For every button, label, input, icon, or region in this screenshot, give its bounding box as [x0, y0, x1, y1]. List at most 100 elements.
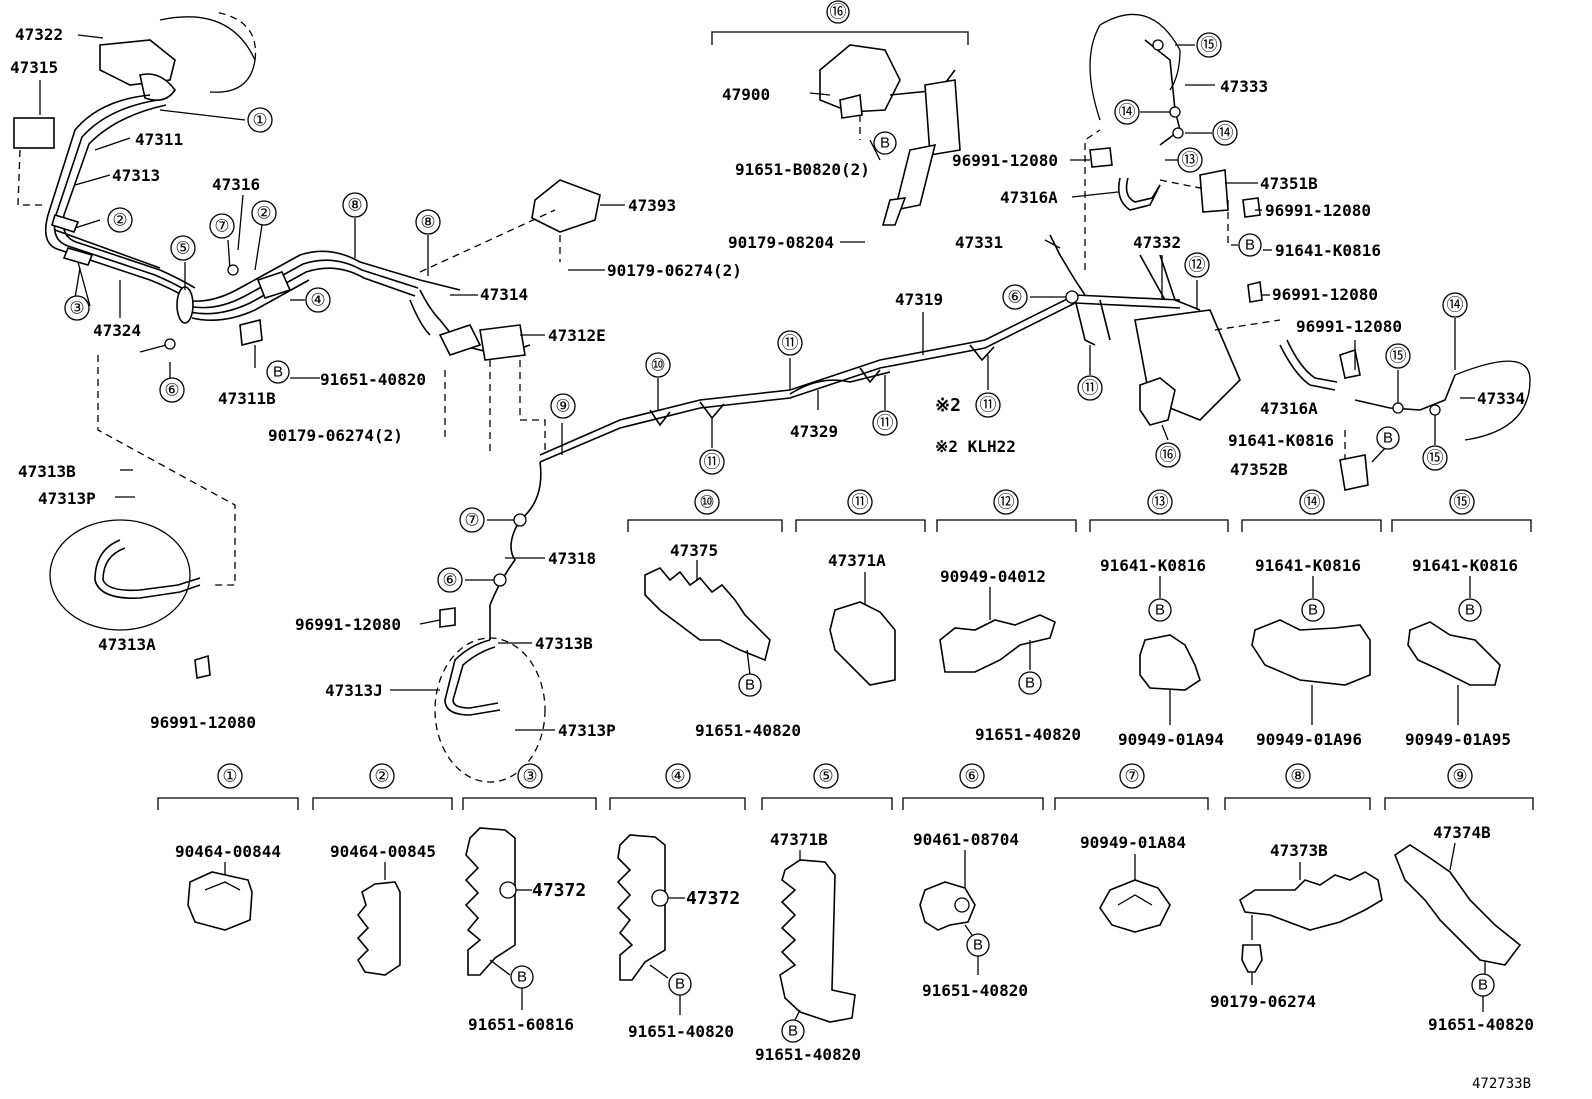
label-47900: 47900 [722, 85, 770, 104]
label-47331: 47331 [955, 233, 1003, 252]
label-90179-06274-2b: 90179-06274(2) [607, 261, 742, 280]
label-47313P-a: 47313P [38, 489, 96, 508]
label-47315: 47315 [10, 58, 58, 77]
d11-part: 47371A [828, 551, 886, 570]
label-91651-B0820-2: 91651-B0820(2) [735, 160, 870, 179]
label-47322: 47322 [15, 25, 63, 44]
callout-16-top: ⑯ [826, 0, 850, 24]
callout-circles: ① ② ② ③ ④ ⑤ ⑥ ⑦ ⑧ ⑧ ⑨ ⑩ ⑪ ⑪ ⑪ ⑪ ⑪ ⑫ ⑥ ⑯ … [64, 0, 1468, 593]
valve-block [99, 39, 176, 86]
callout-2-a: ② [107, 207, 133, 233]
clip-90949-01A96 [1251, 619, 1371, 686]
d2-part: 90464-00845 [330, 842, 436, 861]
bracket-16 [1139, 377, 1176, 426]
callout-8-detail: ⑧ [1285, 763, 1311, 789]
svg-text:⑭: ⑭ [1217, 124, 1234, 143]
callout-3-detail: ③ [517, 763, 543, 789]
bolt-marker: B [266, 360, 290, 384]
label-47319: 47319 [895, 290, 943, 309]
bolt-marker: B [873, 131, 897, 155]
svg-text:⑨: ⑨ [1452, 767, 1467, 786]
label-47311: 47311 [135, 130, 183, 149]
clip-47374B [1394, 844, 1522, 966]
label-91651-40820-a: 91651-40820 [320, 370, 426, 389]
junction-dots [164, 39, 1441, 587]
svg-text:③: ③ [522, 767, 537, 786]
d8-part: 47373B [1270, 841, 1328, 860]
svg-text:⑮: ⑮ [1390, 347, 1407, 366]
label-47329: 47329 [790, 422, 838, 441]
d5-bolt: 91651-40820 [755, 1045, 861, 1064]
label-47314: 47314 [480, 285, 528, 304]
svg-text:⑭: ⑭ [1304, 493, 1321, 512]
d7-part: 90949-01A84 [1080, 833, 1186, 852]
label-96991-12080-f: 96991-12080 [1296, 317, 1402, 336]
callout-14-c: ⑭ [1442, 292, 1468, 318]
callout-11-detail: ⑪ [847, 489, 873, 515]
figure-id: 472733B [1472, 1076, 1531, 1092]
bolt-marker: B [1148, 598, 1172, 622]
svg-text:①: ① [222, 767, 237, 786]
callout-16-b: ⑯ [1155, 442, 1181, 468]
hose-47316A-bottom [1279, 344, 1336, 391]
d14-bolt: 91641-K0816 [1255, 556, 1361, 575]
svg-text:⑯: ⑯ [1160, 446, 1177, 465]
master-cylinder-outline [159, 16, 256, 93]
d6-bolt: 91651-40820 [922, 981, 1028, 1000]
callout-6-a: ⑥ [159, 377, 185, 403]
callout-4: ④ [305, 287, 331, 313]
svg-text:B: B [273, 364, 283, 381]
callout-6-b: ⑥ [1002, 284, 1028, 310]
clip-90949-01A94 [1139, 634, 1201, 691]
label-96991-12080-b: 96991-12080 [295, 615, 401, 634]
svg-text:④: ④ [670, 767, 685, 786]
callout-11-b: ⑪ [777, 330, 803, 356]
clip-47372-a [464, 827, 516, 976]
d4-part: 47372 [686, 888, 740, 909]
callout-7-a: ⑦ [209, 213, 235, 239]
svg-text:⑩: ⑩ [699, 493, 714, 512]
clip-47372-b [616, 834, 666, 981]
callout-10: ⑩ [645, 352, 671, 378]
bracket-47393 [531, 179, 601, 233]
label-91641-K0816-a: 91641-K0816 [1275, 241, 1381, 260]
pipe-47318 [489, 461, 542, 640]
svg-text:⑥: ⑥ [442, 571, 457, 590]
svg-text:B: B [675, 976, 685, 993]
clip-47375 [644, 567, 771, 662]
bolt-marker: B [738, 673, 762, 697]
d13-bolt: 91641-K0816 [1100, 556, 1206, 575]
svg-text:B: B [880, 135, 890, 152]
junction-block-left [13, 117, 55, 149]
callout-14-detail: ⑭ [1299, 489, 1325, 515]
hose-47316A-top [1117, 177, 1161, 211]
svg-text:②: ② [112, 211, 127, 230]
bolt-marker: B [1458, 598, 1482, 622]
callout-11-a: ⑪ [699, 449, 725, 475]
svg-text:⑫: ⑫ [998, 493, 1015, 512]
label-47316A-a: 47316A [1000, 188, 1058, 207]
callout-11-e: ⑪ [1077, 375, 1103, 401]
svg-text:B: B [745, 677, 755, 694]
svg-text:⑧: ⑧ [420, 213, 435, 232]
d15-part: 90949-01A95 [1405, 730, 1511, 749]
bolt-marker: B [1471, 973, 1495, 997]
callout-3: ③ [64, 295, 90, 321]
callout-14-b: ⑭ [1212, 120, 1238, 146]
leader-lines [39, 34, 1475, 731]
d10-bolt: 91651-40820 [695, 721, 801, 740]
d9-part: 47374B [1433, 823, 1491, 842]
svg-text:⑭: ⑭ [1119, 103, 1136, 122]
svg-text:⑧: ⑧ [1290, 767, 1305, 786]
label-47311B: 47311B [218, 389, 276, 408]
bolt-marker: B [1376, 426, 1400, 450]
svg-text:⑦: ⑦ [214, 217, 229, 236]
clip-90464-00844 [187, 871, 253, 931]
callout-5: ⑤ [170, 235, 196, 261]
label-47313B-b: 47313B [535, 634, 593, 653]
callout-6-c: ⑥ [437, 567, 463, 593]
hose-47313A [94, 539, 201, 599]
callout-12: ⑫ [1184, 252, 1210, 278]
label-47324: 47324 [93, 321, 141, 340]
bracket-16-top [711, 31, 969, 45]
